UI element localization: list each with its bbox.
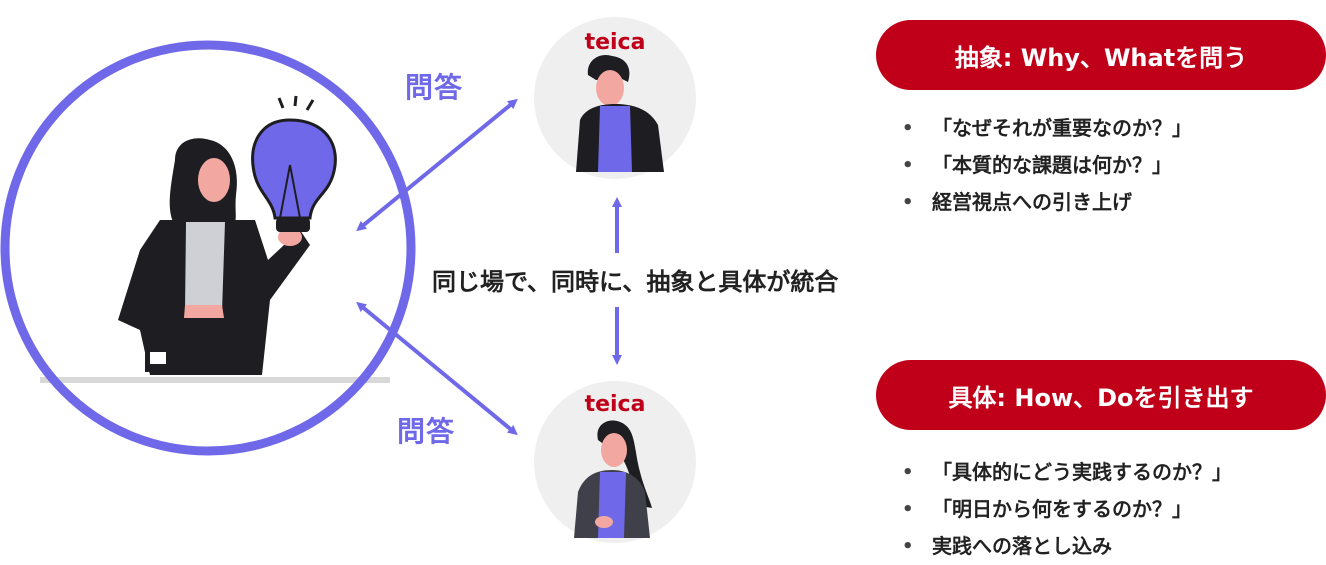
person-top-brand: teica: [584, 30, 646, 55]
person-top: [534, 17, 696, 179]
concrete-bullet-item: 実践への落とし込み: [902, 528, 1232, 565]
concrete-title-pill: 具体: How、Doを引き出す: [876, 360, 1326, 430]
man-illustration: [576, 54, 664, 172]
qa-label-top: 問答: [405, 71, 464, 104]
lightbulb-icon: [251, 95, 337, 232]
center-caption: 同じ場で、同時に、抽象と具体が統合: [432, 268, 839, 296]
woman-illustration: [118, 138, 310, 375]
person-bottom: [534, 381, 696, 543]
arrow-bottom-qa: [356, 301, 518, 436]
concrete-bullet-item: 「具体的にどう実践するのか？」: [902, 454, 1232, 491]
qa-label-bottom: 問答: [397, 415, 456, 448]
concrete-bullet-list: 「具体的にどう実践するのか？」 「明日から何をするのか？」 実践への落とし込み: [902, 454, 1232, 565]
abstract-bullet-list: 「なぜそれが重要なのか？」 「本質的な課題は何か？」 経営視点への引き上げ: [902, 110, 1192, 221]
abstract-bullet-item: 経営視点への引き上げ: [902, 184, 1192, 221]
main-figure-group: [0, 40, 416, 456]
abstract-bullet-item: 「なぜそれが重要なのか？」: [902, 110, 1192, 147]
woman-small-illustration: [574, 420, 652, 538]
abstract-title-pill: 抽象: Why、Whatを問う: [876, 20, 1326, 90]
arrow-top-qa: [356, 98, 518, 232]
concrete-bullet-item: 「明日から何をするのか？」: [902, 491, 1232, 528]
abstract-bullet-item: 「本質的な課題は何か？」: [902, 147, 1192, 184]
main-circle: [0, 40, 416, 456]
person-bottom-brand: teica: [584, 392, 646, 417]
